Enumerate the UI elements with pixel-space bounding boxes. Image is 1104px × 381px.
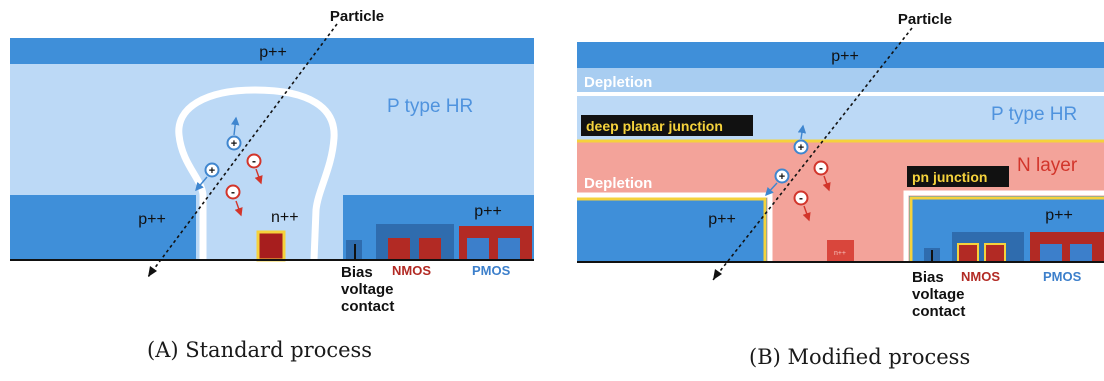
panel-b-electron-2-sign: - xyxy=(799,191,803,205)
panel-a-bias-label-line-2: voltage xyxy=(341,281,394,298)
panel-a-particle-label: Particle xyxy=(330,8,384,25)
panel-a-electron-2-sign: - xyxy=(231,185,235,199)
panel-a-particle-track xyxy=(147,23,338,278)
panel-b-nmos-gate-2 xyxy=(984,243,1006,263)
panel-b-bias-label-line-1: Bias xyxy=(912,269,944,286)
panel-b-p-plus-top-label: p++ xyxy=(831,48,859,65)
panel-b-electron-2 xyxy=(793,190,809,206)
panel-b-p-plus-left-label: p++ xyxy=(708,211,736,228)
panel-a-nmos-gate-2 xyxy=(419,238,441,260)
panel-a-hole-2 xyxy=(204,162,220,178)
panel-a-depletion-boundary xyxy=(175,86,338,261)
panel-a-bias-label-line-3: contact xyxy=(341,298,394,315)
panel-b-n-plus-label: n++ xyxy=(834,250,846,257)
panel-b-particle-arrowhead xyxy=(713,269,722,280)
panel-b-electron-1 xyxy=(813,160,829,176)
panel-a-particle-arrowhead xyxy=(148,266,157,277)
panel-b-particle-label: Particle xyxy=(898,11,952,28)
panel-a-hole-1-sign: + xyxy=(231,138,237,150)
panel-a-p-plus-top-layer xyxy=(10,38,534,64)
panel-a-hole-2-sign: + xyxy=(209,165,215,177)
panel-a-electron-2 xyxy=(225,184,241,200)
panel-a-nmos-area xyxy=(376,224,454,260)
panel-a-electron-1-sign: - xyxy=(252,154,256,168)
panel-a-p-plus-top-label: p++ xyxy=(259,44,287,61)
panel-a-pmos-gate-2 xyxy=(498,238,520,260)
panel-a-caption: (A) Standard process xyxy=(147,338,373,362)
panel-a-nmos-label: NMOS xyxy=(392,263,431,278)
panel-b-pmos-gate-2 xyxy=(1070,244,1092,262)
panel-b-n-layer-label: N layer xyxy=(1017,155,1078,176)
panel-b-hole-2-arrow xyxy=(765,182,778,197)
panel-b-bias-label-line-3: contact xyxy=(912,303,965,320)
panel-b-pmos-label: PMOS xyxy=(1043,269,1082,284)
panel-b-pn-junction-label: pn junction xyxy=(912,169,987,185)
panel-b-p-type-hr-label: P type HR xyxy=(991,104,1077,125)
panel-b-caption: (B) Modified process xyxy=(749,345,971,369)
panel-a-electron-1-arrow xyxy=(254,168,263,185)
panel-b-electron-1-sign: - xyxy=(819,161,823,175)
panel-a-bias-label-line-1: Bias xyxy=(341,264,373,281)
panel-b-electron-1-arrow xyxy=(822,175,831,192)
panel-b-hole-2 xyxy=(774,168,790,184)
panel-b-right-depletion-boundary xyxy=(903,190,1104,262)
panel-b-depletion-mid-label: Depletion xyxy=(584,175,652,192)
panel-a-electron-1 xyxy=(246,153,262,169)
panel-b-bias-label-line-2: voltage xyxy=(912,286,965,303)
panel-b-p-plus-left-well xyxy=(577,198,767,262)
panel-a-p-plus-left-well xyxy=(10,195,196,260)
panel-b-hole-1-arrow xyxy=(797,124,807,140)
panel-a-nmos-gate-1 xyxy=(388,238,410,260)
panel-a-hole-1-arrow xyxy=(231,116,240,136)
panel-a-standard-process: p++ P type HR p++ p++ n++ Particle + + -… xyxy=(10,8,534,315)
panel-a-pmos-gate-1 xyxy=(467,238,489,260)
panel-b-pmos-gate-1 xyxy=(1040,244,1062,262)
panel-a-n-plus-collection-electrode xyxy=(256,230,286,262)
panel-a-p-plus-left-label: p++ xyxy=(138,211,166,228)
panel-b-p-plus-right-label: p++ xyxy=(1045,207,1073,224)
panel-a-hole-1 xyxy=(226,135,242,151)
panel-b-p-plus-top-layer xyxy=(577,42,1104,68)
panel-a-electron-2-arrow xyxy=(234,200,243,217)
panel-a-pmos-label: PMOS xyxy=(472,263,511,278)
panel-a-p-type-hr-label: P type HR xyxy=(387,96,473,117)
panel-a-hole-2-arrow xyxy=(195,176,208,192)
panel-b-hole-1-sign: + xyxy=(798,142,804,154)
panel-b-nmos-gate-1 xyxy=(957,243,979,263)
panel-a-n-plus-label: n++ xyxy=(271,209,299,226)
panel-b-deep-planar-junction-label: deep planar junction xyxy=(586,118,723,134)
panel-b-pn-junction-box xyxy=(907,166,1009,187)
panel-a-p-plus-right-label: p++ xyxy=(474,203,502,220)
panel-b-modified-process: n++ p++ Depletion P type HR deep planar … xyxy=(577,11,1104,320)
panel-b-right-pn-junction xyxy=(909,196,1104,262)
panel-b-depletion-top-label: Depletion xyxy=(584,74,652,91)
panel-b-left-pn-junction xyxy=(577,197,767,262)
panel-b-nmos-label: NMOS xyxy=(961,269,1000,284)
panel-b-n-plus-collection-electrode xyxy=(827,240,854,262)
panel-b-hole-2-sign: + xyxy=(779,171,785,183)
panel-b-depletion-band-top xyxy=(577,68,1104,92)
panel-b-electron-2-arrow xyxy=(802,205,811,222)
panel-b-hole-1 xyxy=(793,139,809,155)
panel-b-deep-planar-junction-box xyxy=(581,115,753,136)
